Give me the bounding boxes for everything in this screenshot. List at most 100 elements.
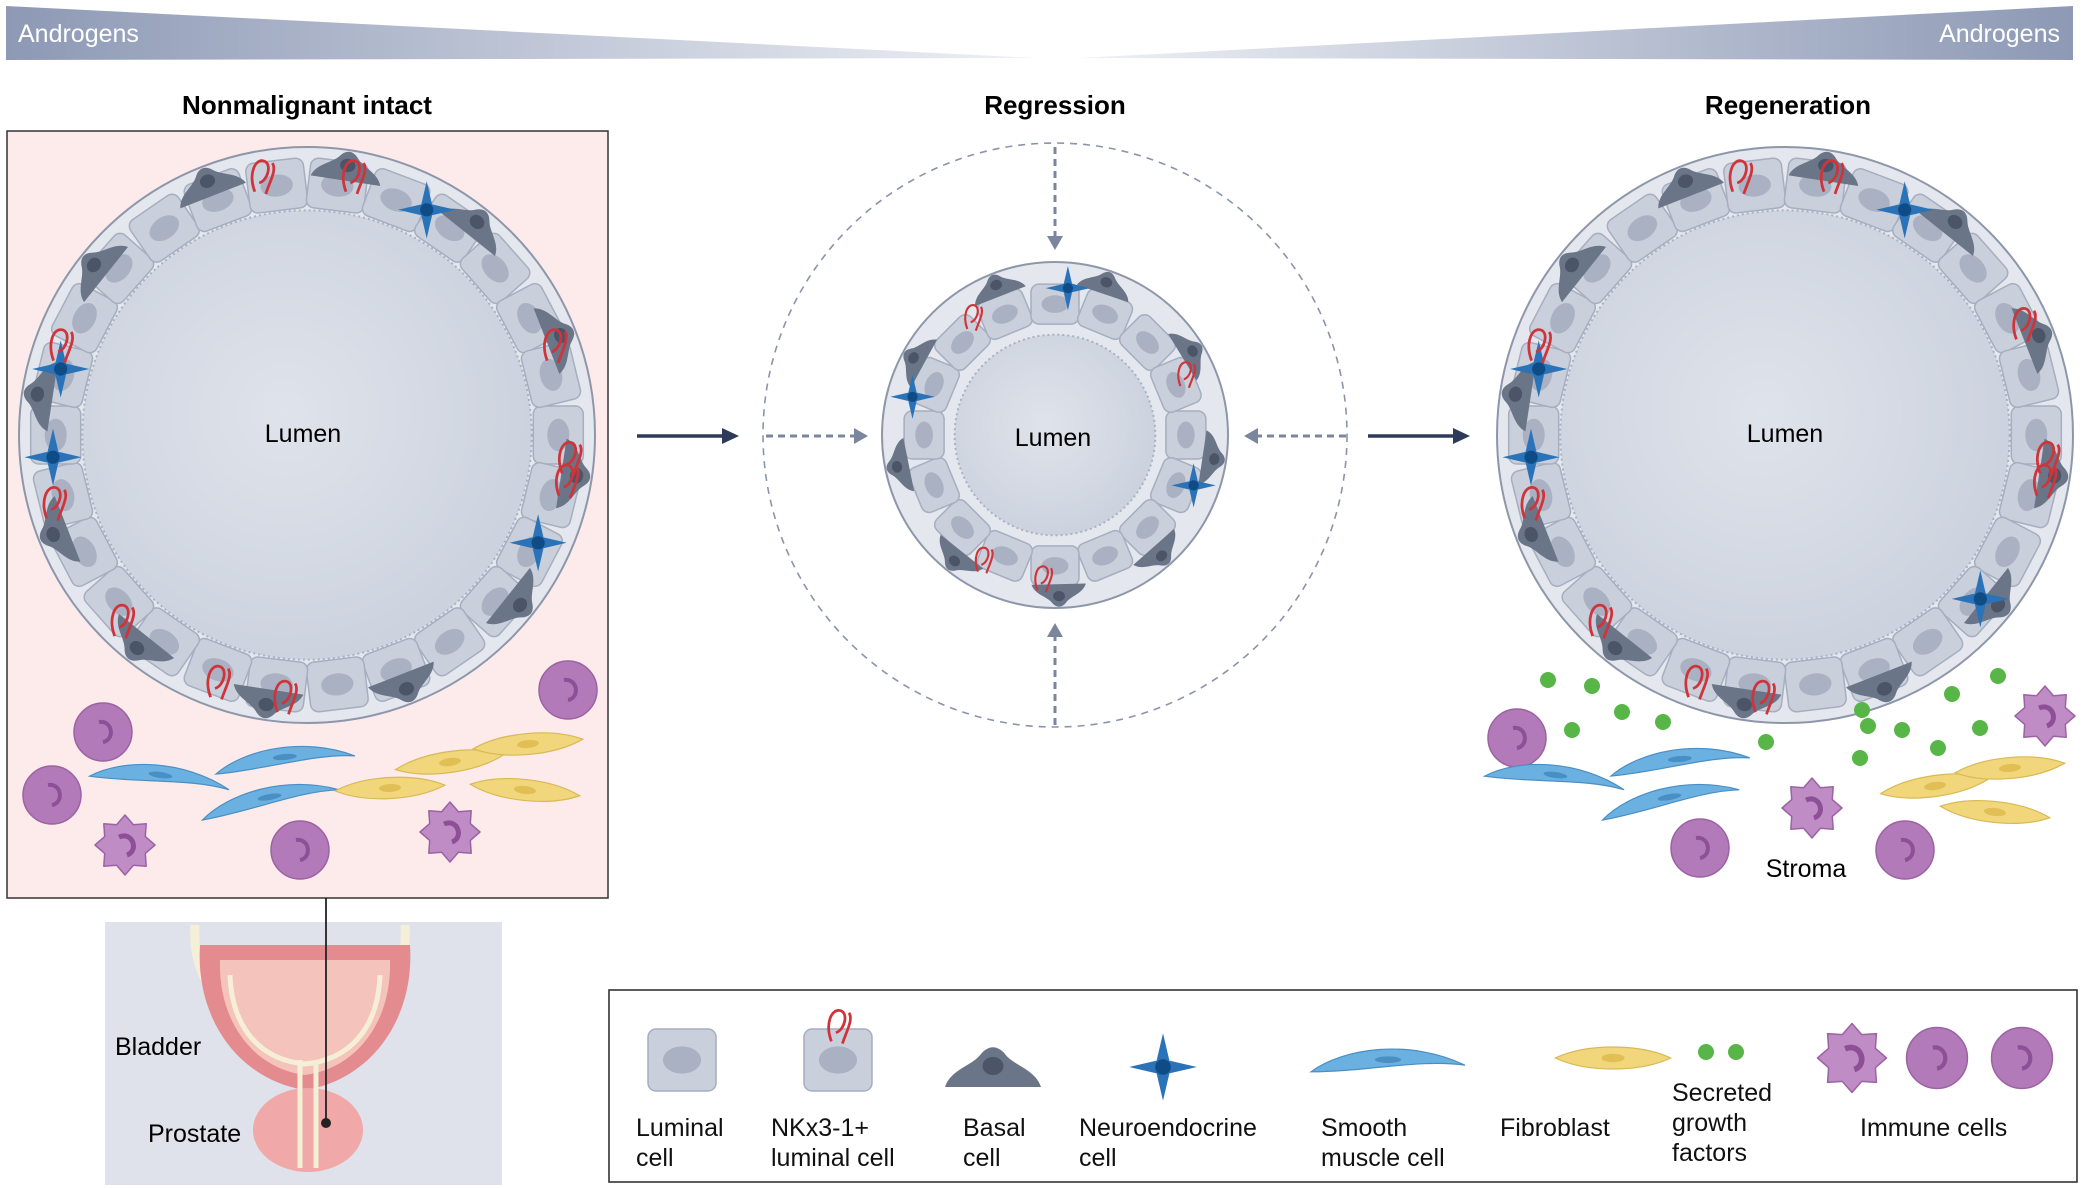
legend-icon-secreted-growth-factors: [1698, 1044, 1744, 1060]
luminal-cell: [414, 607, 486, 677]
basal-cell-nucleus: [469, 214, 485, 230]
nkx-luminal-marker: [1684, 664, 1710, 700]
nkx-luminal-marker: [1177, 361, 1197, 389]
legend-icon-fibroblast: [1553, 1046, 1673, 1070]
lumen-area: [953, 333, 1157, 537]
luminal-cell-nucleus: [924, 372, 944, 398]
androgen-gradient-left: Androgens: [6, 6, 1035, 60]
luminal-cell: [128, 193, 200, 263]
basal-cell: [80, 245, 128, 303]
basal-cell-nucleus: [1607, 640, 1623, 656]
basal-cell-body: [1517, 496, 1559, 562]
growth-factor-dot: [1944, 686, 1960, 702]
basal-cell-nucleus: [908, 352, 919, 364]
immune-cell: [1875, 820, 1935, 880]
immune-cell-nucleus: [295, 837, 310, 862]
immune-cell-round: [1487, 708, 1547, 768]
luminal-cell-nucleus: [1583, 587, 1611, 616]
fibroblast: [1953, 756, 2067, 780]
luminal-cell-nucleus: [1959, 254, 1987, 283]
basal-cell-nucleus: [982, 1057, 1004, 1075]
immune-cell-nucleus: [98, 719, 113, 744]
nkx-marker: [1527, 328, 1553, 364]
luminal-cell: [1076, 288, 1134, 341]
anatomy-inset: Bladder Prostate: [105, 898, 502, 1185]
basal-cell: [1517, 496, 1559, 562]
gland-regression: [881, 261, 1229, 609]
luminal-cell-nucleus: [1858, 188, 1890, 212]
luminal-cell: [908, 456, 961, 514]
growth-factor-dot: [1990, 668, 2006, 684]
neuroendocrine-cell-nucleus: [1155, 1059, 1171, 1075]
luminal-cell: [1118, 313, 1177, 372]
luminal-cell-nucleus: [72, 302, 97, 334]
neuroendocrine-cell: [1876, 181, 1934, 239]
fibroblast: [468, 778, 582, 802]
legend-label-secreted-growth-factors: growth: [1672, 1109, 1747, 1137]
lumen-label-intact: Lumen: [265, 420, 341, 448]
basal-cell: [903, 339, 937, 388]
luminal-cell-nucleus: [1092, 546, 1118, 566]
fibroblast: [1879, 773, 1991, 799]
luminal-cell: [1892, 607, 1964, 677]
nkx-marker-group: [827, 1009, 852, 1045]
nkx-luminal-marker: [250, 159, 276, 195]
fibroblast: [333, 776, 447, 800]
luminal-cell: [976, 529, 1034, 582]
neuroendocrine-cell-nucleus: [1532, 362, 1546, 376]
nkx-marker: [42, 486, 68, 522]
immune-cell: [1487, 708, 1547, 768]
nkx-luminal-marker: [206, 664, 232, 700]
neuroendocrine-cell-nucleus: [907, 391, 918, 402]
basal-cell-nucleus: [129, 640, 145, 656]
immune-cell-spiky-nucleus: [443, 820, 461, 845]
neuroendocrine-cell-nucleus: [1524, 450, 1538, 464]
luminal-cell-nucleus: [992, 546, 1018, 566]
growth-factor-dot: [1852, 750, 1868, 766]
basal-cell: [117, 614, 175, 662]
immune-cell-spiky-nucleus: [1805, 796, 1823, 821]
androgen-gradient-right: Androgens: [1080, 6, 2073, 60]
immune-cell-round: [1990, 1026, 2054, 1090]
neuroendocrine-cell: [24, 428, 82, 486]
luminal-cell: [1783, 656, 1847, 713]
nkx-marker: [1819, 159, 1845, 195]
nkx-marker: [1588, 603, 1614, 639]
nkx-marker: [110, 603, 136, 639]
luminal-cell: [1165, 410, 1207, 460]
basal-cell-nucleus: [891, 460, 903, 473]
basal-cell-body: [368, 661, 434, 703]
arrow-regression-to-regeneration: [1368, 428, 1470, 444]
nkx-luminal-marker: [1588, 603, 1614, 639]
fibroblast-nucleus: [1984, 807, 2006, 817]
neuroendocrine-cell-nucleus: [1898, 203, 1912, 217]
dashed-arrow-left: [766, 428, 868, 444]
prostate-label: Prostate: [148, 1120, 241, 1148]
immune-cell-spiky-nucleus: [118, 833, 136, 858]
immune-cell-nucleus: [1695, 835, 1710, 860]
basal-cell: [1595, 614, 1653, 662]
legend-immune-round-2: [1990, 1026, 2054, 1090]
regression-original-size-outline: [762, 142, 1348, 728]
nkx-marker: [827, 1009, 852, 1045]
nkx-luminal-marker: [42, 486, 68, 522]
nkx-marker: [2036, 441, 2061, 476]
basal-cell-nucleus: [46, 526, 60, 543]
neuroendocrine-cell-nucleus: [46, 450, 60, 464]
legend-label-nkx-luminal-cell: NKx3-1+: [771, 1114, 869, 1142]
nkx-marker: [250, 159, 276, 195]
smooth-muscle-cell: [87, 763, 230, 791]
immune-cell-round: [73, 702, 133, 762]
nkx-luminal-marker: [2012, 307, 2037, 343]
legend-icon-basal-cell: [945, 1047, 1041, 1087]
legend-label-immune-cells: Immune cells: [1860, 1114, 2007, 1142]
basal-cell: [1076, 271, 1129, 303]
basal-cell: [975, 274, 1026, 307]
growth-factor-dot: [1930, 740, 1946, 756]
basal-cell: [486, 567, 534, 625]
luminal-cell-nucleus: [992, 304, 1018, 324]
nkx-marker: [49, 328, 75, 364]
basal-cell: [368, 661, 434, 703]
stroma-regeneration: [1482, 668, 2076, 880]
growth-factor-dot: [1698, 1044, 1714, 1060]
